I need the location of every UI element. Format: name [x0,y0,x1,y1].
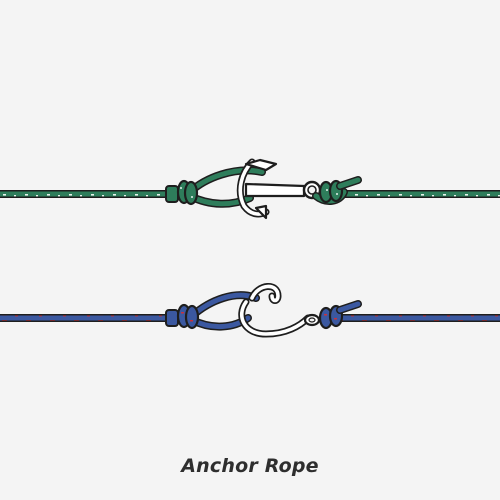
caption-title: Anchor Rope [181,455,319,477]
fishing-hook-icon [238,283,321,338]
bottom-knot-eye [318,300,362,330]
top-knot-wraps-left [165,179,199,206]
bottom-knot-group [0,283,500,338]
top-standing-line [0,190,500,198]
bottom-standing-line [0,314,500,322]
anchor-icon [236,158,322,220]
bottom-knot-wraps-left [165,303,200,330]
top-knot-ring [312,176,362,205]
top-knot-group [0,158,500,220]
